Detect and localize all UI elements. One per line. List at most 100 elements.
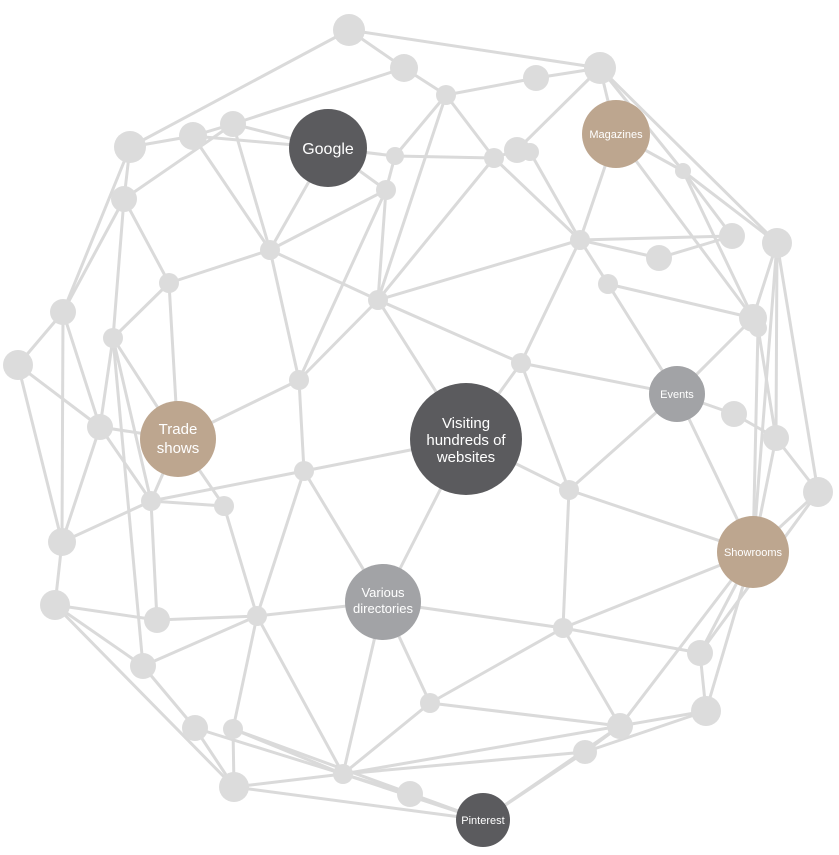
network-edge (492, 156, 582, 242)
network-edge (231, 122, 272, 252)
network-edge (519, 361, 571, 492)
node-visiting-label-line1: Visiting (442, 415, 490, 432)
network-dot (719, 223, 745, 249)
network-dot (40, 590, 70, 620)
network-dot (182, 715, 208, 741)
network-edge (268, 188, 388, 252)
network-edge (141, 664, 197, 730)
network-edge (614, 132, 755, 320)
network-edge (393, 154, 496, 160)
network-edge (598, 66, 779, 245)
node-visiting-label-line2: hundreds of (426, 432, 506, 449)
network-dot (48, 528, 76, 556)
network-edge (111, 336, 153, 503)
network-edge (618, 550, 755, 728)
network-edge (341, 701, 432, 776)
node-events: Events (649, 366, 705, 422)
network-edge (16, 363, 64, 544)
network-dot (803, 477, 833, 507)
network-edge (297, 298, 380, 382)
network-edge (774, 241, 779, 440)
network-edge (561, 626, 622, 728)
network-edge (606, 282, 755, 320)
network-edge (376, 156, 496, 302)
node-showrooms-label: Showrooms (724, 547, 783, 559)
network-dot (484, 148, 504, 168)
network-edge (60, 310, 65, 544)
network-edge (167, 248, 272, 285)
network-dot (397, 781, 423, 807)
network-dot (721, 401, 747, 427)
network-edge (751, 241, 779, 554)
network-dot (511, 353, 531, 373)
node-google-circle (289, 109, 367, 187)
network-dot (386, 147, 404, 165)
node-pinterest-label: Pinterest (461, 815, 504, 827)
network-dot (289, 370, 309, 390)
network-edge (268, 248, 301, 382)
network-edge (255, 469, 306, 618)
network-edge (122, 197, 171, 285)
network-dot (114, 131, 146, 163)
node-various-directories: Various directories (345, 564, 421, 640)
network-edge (393, 93, 448, 158)
network-edge (98, 425, 153, 503)
node-magazines-label: Magazines (589, 129, 643, 141)
network-edge (751, 326, 760, 554)
network-dot (420, 693, 440, 713)
network-edge (681, 169, 760, 330)
network-edge (681, 169, 779, 245)
network-dot (584, 52, 616, 84)
network-edge (681, 169, 734, 238)
network-dot (87, 414, 113, 440)
network-edge (297, 378, 306, 473)
network-dot (214, 496, 234, 516)
network-dot (179, 122, 207, 150)
network-edge (444, 93, 496, 160)
network-dot (559, 480, 579, 500)
network-edge (98, 336, 115, 429)
network-edge (149, 469, 306, 503)
network-edge (60, 425, 102, 544)
network-edge (232, 772, 345, 789)
network-edge (444, 76, 538, 97)
network-dot (50, 299, 76, 325)
network-edge (61, 197, 126, 314)
network-edge (376, 298, 523, 365)
network-edge (149, 499, 226, 508)
network-dot (159, 273, 179, 293)
node-events-label: Events (660, 389, 694, 401)
node-google: Google (289, 109, 367, 187)
network-dot (521, 143, 539, 161)
network-edge (775, 241, 820, 494)
network-dot (260, 240, 280, 260)
network-dot (646, 245, 672, 271)
network-edge (122, 122, 235, 201)
network-edge (128, 28, 351, 149)
network-edge (149, 499, 159, 622)
network-edge (141, 614, 259, 668)
network-edge (60, 499, 153, 544)
network-dot (111, 186, 137, 212)
network-edge (111, 336, 145, 668)
network-edge (376, 188, 388, 302)
node-showrooms-circle (717, 516, 789, 588)
network-dot (749, 319, 767, 337)
node-visiting-websites: Visiting hundreds of websites (410, 383, 522, 495)
network-edge (53, 603, 159, 622)
network-edge (376, 238, 582, 302)
network-edge (515, 66, 602, 152)
network-edge (528, 150, 582, 242)
network-edge (341, 724, 622, 776)
network-dot (436, 85, 456, 105)
node-google-label: Google (302, 141, 354, 158)
network-dot (675, 163, 691, 179)
network-dot (130, 653, 156, 679)
network-dot (762, 228, 792, 258)
network-edge (428, 626, 565, 705)
network-edge (519, 238, 582, 365)
dots-layer (3, 14, 833, 807)
node-visiting-label-line3: websites (436, 449, 495, 466)
network-dot (294, 461, 314, 481)
network-edge (191, 134, 272, 252)
